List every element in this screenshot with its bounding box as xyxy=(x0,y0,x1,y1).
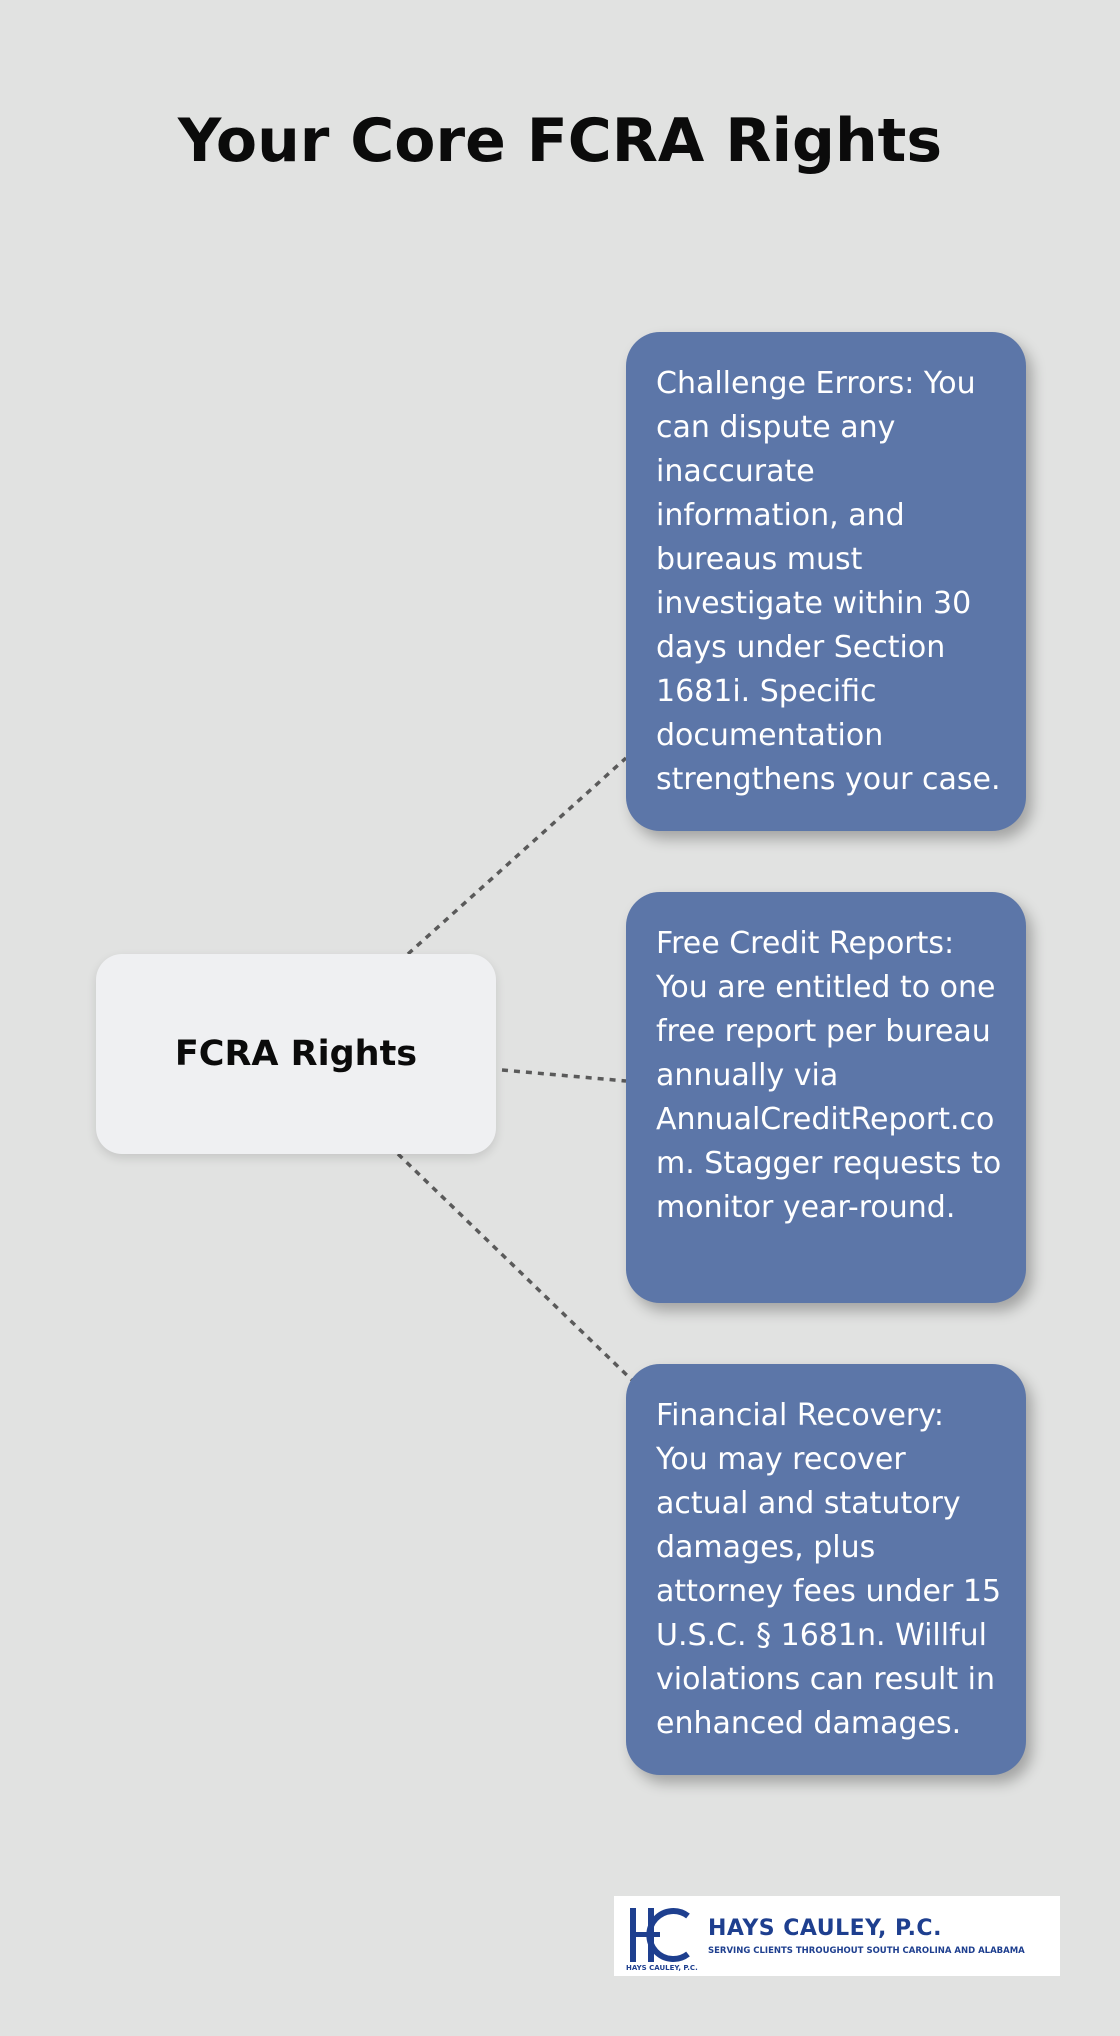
connector-to-card-2 xyxy=(501,1068,627,1083)
center-node: FCRA Rights xyxy=(96,954,496,1154)
card-financial-recovery: Financial Recovery: You may recover actu… xyxy=(626,1364,1026,1775)
logo-name: HAYS CAULEY, P.C. xyxy=(708,1916,942,1941)
card-challenge-errors: Challenge Errors: You can dispute any in… xyxy=(626,332,1026,831)
hc-monogram-icon xyxy=(630,1908,690,1962)
card-text: Financial Recovery: You may recover actu… xyxy=(656,1398,1002,1741)
firm-logo: HAYS CAULEY, P.C. SERVING CLIENTS THROUG… xyxy=(614,1896,1060,1976)
card-text: Free Credit Reports: You are entitled to… xyxy=(656,926,1002,1225)
card-text: Challenge Errors: You can dispute any in… xyxy=(656,366,1001,797)
card-free-credit-reports: Free Credit Reports: You are entitled to… xyxy=(626,892,1026,1303)
center-node-label: FCRA Rights xyxy=(174,1034,418,1074)
connector-to-card-3 xyxy=(396,1152,636,1384)
logo-tagline: SERVING CLIENTS THROUGHOUT SOUTH CAROLIN… xyxy=(708,1946,1025,1956)
diagram-title: Your Core FCRA Rights xyxy=(177,106,943,176)
logo-small-text: HAYS CAULEY, P.C. xyxy=(626,1964,698,1972)
connector-to-card-1 xyxy=(406,756,628,956)
